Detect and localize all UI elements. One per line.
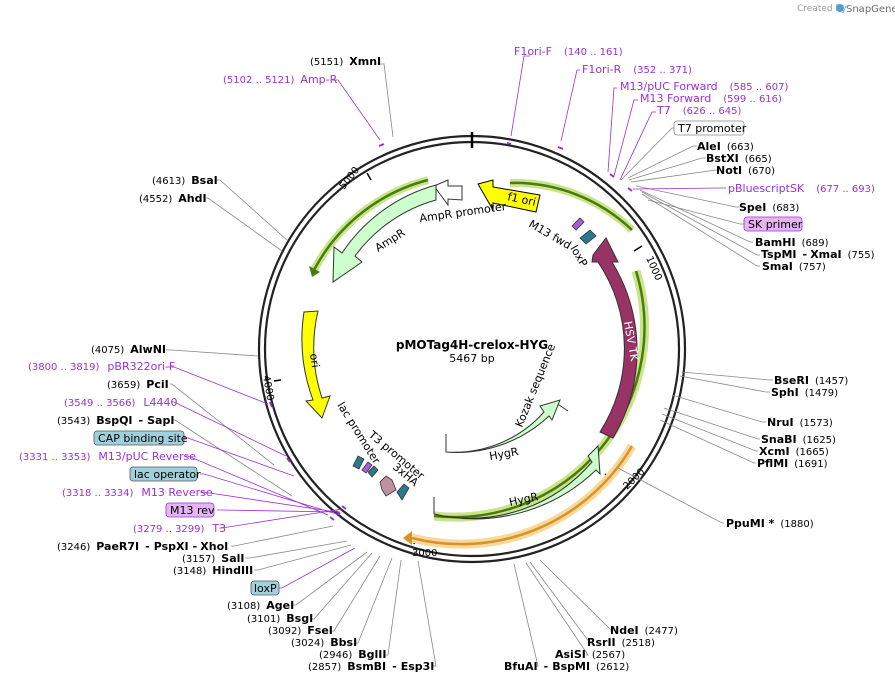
enzyme-bfuai-bspmi: BfuAI-BspMI(2612) xyxy=(504,660,629,673)
ampr-band-arrowhead xyxy=(309,266,320,277)
ori-label: ori xyxy=(307,353,322,369)
lac-marker xyxy=(361,461,373,474)
enzyme-xmni: (5151)XmnI xyxy=(310,55,381,68)
enzyme-spei: SpeI(683) xyxy=(739,201,799,214)
hygr-arrow-outer xyxy=(433,444,601,520)
enzyme-asisi: AsiSI(2567) xyxy=(555,648,625,661)
ampr-arrow xyxy=(332,184,437,283)
orange-band-arrowhead xyxy=(403,531,412,545)
enzyme-ahdi: (4552)AhdI xyxy=(139,192,207,205)
orange-band xyxy=(411,445,634,546)
enzyme-bsai: (4613)BsaI xyxy=(152,174,218,187)
enzyme-bglii: (2946)BglII xyxy=(319,648,386,661)
primer-amp-r: (5102 .. 5121)Amp-R xyxy=(223,73,338,86)
ori-arrow xyxy=(301,310,331,419)
enzyme-pflmi: PflMI(1691) xyxy=(757,457,828,470)
primer-pbr322ori-f: (3800 .. 3819)pBR322ori-F xyxy=(28,360,175,373)
loxp-label: loxP xyxy=(567,243,590,269)
snapgene-logo-icon xyxy=(836,4,844,12)
svg-text:SK primer: SK primer xyxy=(748,218,803,231)
primer-site-markers xyxy=(269,142,633,521)
box-t7-promoter: T7 promoter xyxy=(673,120,747,136)
enzyme-xcmi: XcmI(1665) xyxy=(759,445,829,458)
box-lac-operator: lac operator xyxy=(129,466,201,482)
primer-t3: (3279 .. 3299)T3 xyxy=(133,522,226,535)
f1-ori-arrow xyxy=(477,179,541,213)
tag-3xha-arrow xyxy=(379,475,397,497)
primer-l4440: (3549 .. 3566)L4440 xyxy=(64,396,178,409)
enzyme-bseri: BseRI(1457) xyxy=(774,374,848,387)
primer-t7: T7(626 .. 645) xyxy=(656,104,742,117)
hygr-band-highlight xyxy=(433,269,649,522)
enzyme-agei: (3108)AgeI xyxy=(227,599,294,612)
tick-4000: 4000 xyxy=(260,375,275,402)
box-cap-binding-site: CAP binding site xyxy=(93,430,188,446)
enzyme-fsei: (3092)FseI xyxy=(268,624,333,637)
lac-operator-marker xyxy=(367,465,379,478)
enzyme-bbsi: (3024)BbsI xyxy=(291,636,357,649)
enzyme-sali: (3157)SalI xyxy=(182,552,244,565)
primer-m13-forward: M13 Forward(599 .. 616) xyxy=(640,92,782,105)
enzyme-leaders xyxy=(166,63,773,667)
tick-1000: 1000 xyxy=(643,255,663,283)
enzyme-smai: SmaI(757) xyxy=(762,260,826,273)
enzyme-bsgi: (3101)BsgI xyxy=(247,612,313,625)
box-m13-rev: M13 rev xyxy=(165,502,215,518)
tick-3000: 3000 xyxy=(412,548,437,559)
svg-text:M13 rev: M13 rev xyxy=(170,504,215,517)
primer-pbluescriptsk: pBluescriptSK(677 .. 693) xyxy=(728,182,875,195)
enzyme-ppumi: PpuMI *(1880) xyxy=(726,517,814,530)
box-sk-primer: SK primer xyxy=(743,216,803,232)
enzyme-hindiii: (3148)HindIII xyxy=(173,564,253,577)
primer-f1ori-r: F1ori-R(352 .. 371) xyxy=(582,63,692,76)
cap-site-marker xyxy=(352,455,365,470)
primer-leaders xyxy=(168,55,726,589)
enzyme-paer7i-pspxi-xhoi: (3246)PaeR7I-PspXI-XhoI xyxy=(57,540,228,553)
svg-text:loxP: loxP xyxy=(254,582,277,595)
credit-brand: SnapGene xyxy=(846,4,895,15)
hygr-label-outer: HygR xyxy=(508,490,540,509)
enzyme-noti: NotI(670) xyxy=(716,164,775,177)
ampr-promoter-label: AmpR promoter xyxy=(419,200,508,225)
enzyme-sphi: SphI(1479) xyxy=(771,386,838,399)
m13-fwd-label: M13 fwd xyxy=(527,217,574,252)
f1-ori-label: f1 ori xyxy=(506,190,537,209)
plasmid-size: 5467 bp xyxy=(449,352,494,365)
enzyme-rsrii: RsrII(2518) xyxy=(587,636,655,649)
m13-fwd-marker xyxy=(571,217,585,231)
enzyme-bstxi: BstXI(665) xyxy=(706,152,772,165)
enzyme-bsmbi-esp3i: (2857)BsmBI-Esp3I xyxy=(308,660,434,673)
enzyme-bspqi-sapi: (3543)BspQI-SapI xyxy=(57,414,174,427)
enzyme-snabi: SnaBI(1625) xyxy=(761,433,836,446)
enzyme-ndei: NdeI(2477) xyxy=(610,624,678,637)
svg-text:lac operator: lac operator xyxy=(134,468,201,481)
loxp-marker-top xyxy=(579,229,597,245)
box-loxp: loxP xyxy=(250,580,280,596)
primer-m13-reverse: (3318 .. 3334)M13 Reverse xyxy=(62,486,213,499)
plasmid-name: pMOTag4H-crelox-HYG xyxy=(396,338,548,352)
enzyme-bamhi: BamHI(689) xyxy=(755,236,829,249)
hsv-tk-arrow xyxy=(591,237,638,439)
loxp-marker-bottom xyxy=(396,483,410,501)
primer-m13-puc-forward: M13/pUC Forward(585 .. 607) xyxy=(620,80,788,93)
svg-text:T7 promoter: T7 promoter xyxy=(677,122,747,135)
hygr-arrow-inner xyxy=(445,399,561,453)
enzyme-nrui: NruI(1573) xyxy=(767,416,833,429)
ampr-promoter-arrow xyxy=(433,179,463,207)
enzyme-tspmi-xmai: TspMI-XmaI(755) xyxy=(761,248,875,261)
primer-f1ori-f: F1ori-F(140 .. 161) xyxy=(514,45,623,58)
svg-text:CAP binding site: CAP binding site xyxy=(98,432,188,445)
ampr-band xyxy=(312,178,429,271)
tick-5000: 5000 xyxy=(338,165,362,192)
enzyme-alwni: (4075)AlwNI xyxy=(91,343,166,356)
hygr-band xyxy=(433,270,646,519)
credit-prefix: Created by xyxy=(797,4,847,14)
primer-m13-puc-reverse: (3331 .. 3353)M13/pUC Reverse xyxy=(19,450,196,463)
enzyme-alei: AleI(663) xyxy=(697,140,754,153)
f1-band xyxy=(509,181,633,231)
hygr-label-inner: HygR xyxy=(488,445,520,463)
enzyme-pcii: (3659)PciI xyxy=(107,378,169,391)
